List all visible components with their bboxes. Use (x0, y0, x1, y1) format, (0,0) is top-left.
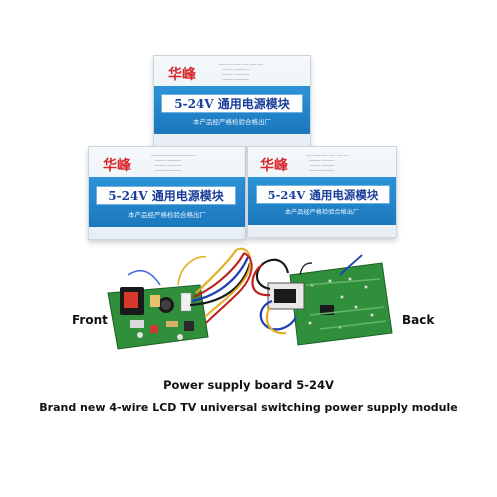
back-board (251, 254, 393, 346)
box-subtitle: 本产品经严格检验合格出厂 (193, 118, 271, 126)
box-fine-print: ─── ─── ─── ─── ─── ─── ───── ─────── ──… (151, 154, 196, 173)
box-brand: 华峰 (168, 67, 196, 83)
caption-line-1: Power supply board 5-24V (163, 378, 334, 392)
pcb-boards-illustration (107, 247, 393, 350)
box-right: 华峰 ─── ─── ─── ─── ─── ── ───── ────── ─… (247, 146, 397, 238)
box-fine-print: ─── ─── ─── ─── ─── ── ───── ────── ────… (306, 154, 349, 173)
box-brand: 华峰 (260, 158, 288, 174)
front-board (107, 247, 253, 350)
box-title: 5-24V 通用电源模块 (256, 185, 390, 204)
caption-line-2: Brand new 4-wire LCD TV universal switch… (39, 401, 458, 414)
box-subtitle: 本产品经严格检验合格出厂 (284, 209, 360, 216)
box-title: 5-24V 通用电源模块 (96, 186, 236, 205)
front-label: Front (72, 313, 108, 327)
box-brand: 华峰 (103, 158, 131, 174)
box-fine-print: ─── ─── ─── ─── ─── ─── ───── ─────── ──… (219, 63, 264, 82)
box-top: 华峰 ─── ─── ─── ─── ─── ─── ───── ───────… (153, 55, 311, 147)
box-title: 5-24V 通用电源模块 (161, 94, 303, 113)
box-subtitle: 本产品经严格检验合格出厂 (128, 211, 206, 219)
box-left: 华峰 ─── ─── ─── ─── ─── ─── ───── ───────… (88, 146, 246, 240)
back-label: Back (402, 313, 435, 327)
